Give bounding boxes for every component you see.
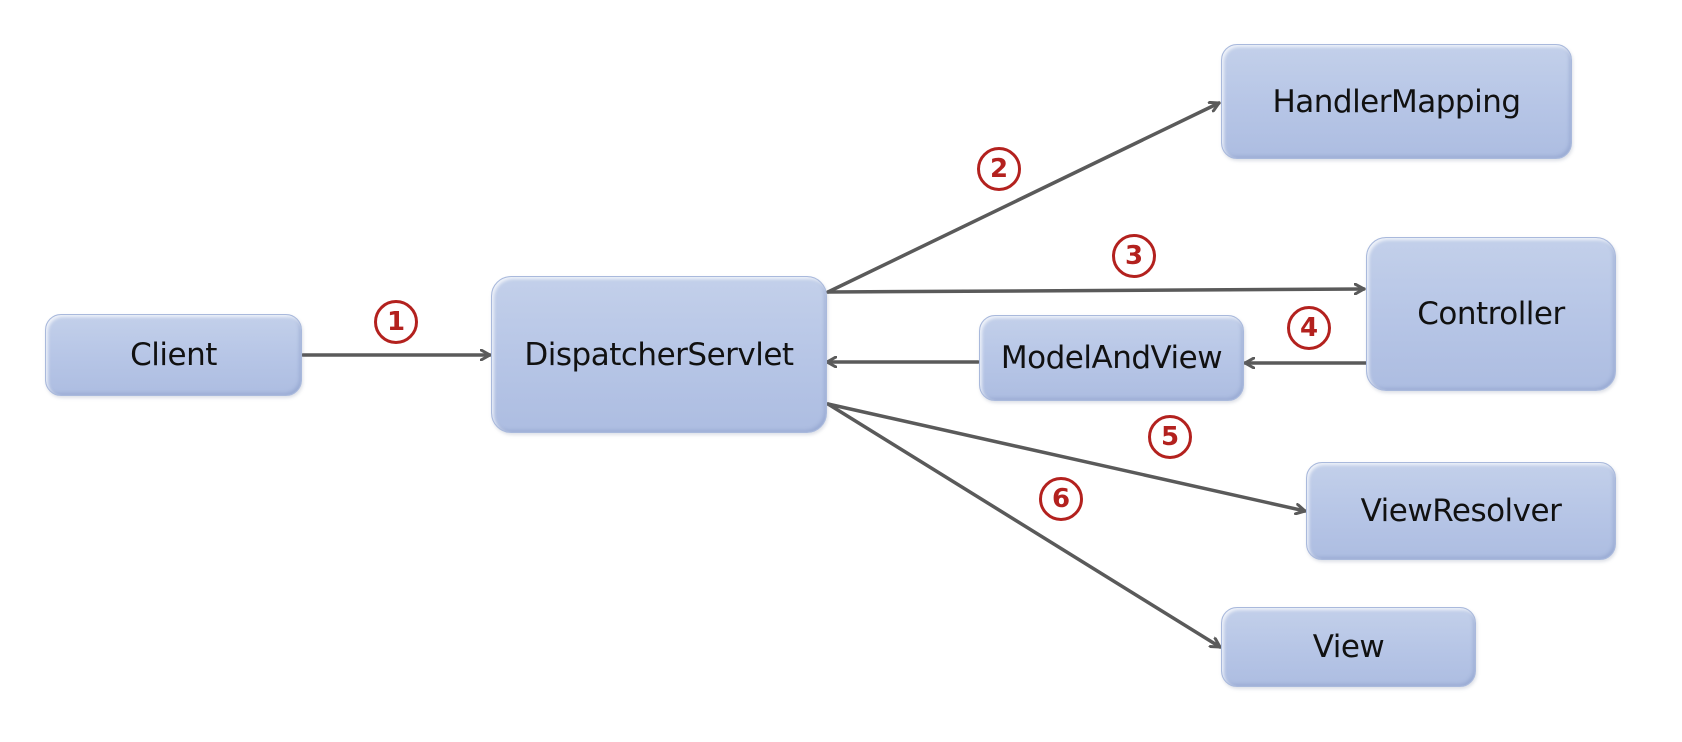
arrow-dispatcher-to-view [826, 402, 1222, 649]
step-2-badge: 2 [977, 147, 1021, 191]
step-4-badge: 4 [1287, 306, 1331, 350]
arrow-dispatcher-to-handlermapping [826, 103, 1221, 294]
controller-label: Controller [1417, 296, 1565, 332]
model-and-view-label: ModelAndView [1000, 340, 1223, 376]
client-node: Client [45, 314, 302, 396]
view-resolver-label: ViewResolver [1360, 493, 1562, 529]
dispatcher-servlet-node: DispatcherServlet [491, 276, 827, 433]
controller-node: Controller [1366, 237, 1616, 391]
arrow-dispatcher-to-viewresolver [826, 402, 1307, 511]
handler-mapping-label: HandlerMapping [1272, 83, 1521, 120]
step-5-badge: 5 [1148, 415, 1192, 459]
view-resolver-node: ViewResolver [1306, 462, 1616, 560]
model-and-view-node: ModelAndView [979, 315, 1244, 401]
view-label: View [1312, 629, 1385, 665]
arrow-dispatcher-to-controller [826, 289, 1366, 292]
dispatcher-servlet-label: DispatcherServlet [524, 336, 794, 373]
handler-mapping-node: HandlerMapping [1221, 44, 1572, 159]
step-3-badge: 3 [1112, 234, 1156, 278]
step-1-badge: 1 [374, 300, 418, 344]
view-node: View [1221, 607, 1476, 687]
step-6-badge: 6 [1039, 477, 1083, 521]
client-label: Client [130, 337, 217, 373]
